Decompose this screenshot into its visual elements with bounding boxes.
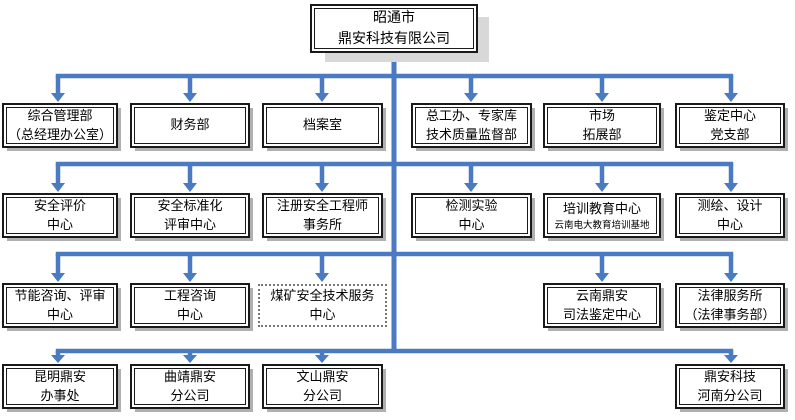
node-label: 河南分公司 [697, 388, 763, 404]
node-label: 法律服务所 [697, 288, 763, 304]
org-node-safety-evaluation-center: 安全评价 中心 [2, 193, 118, 238]
node-label: 中心 [176, 307, 203, 323]
org-node-chief-engineer-office-quality-supervision-dept: 总工办、专家库 技术质量监督部 [411, 103, 532, 148]
org-node-dingan-henan-branch: 鼎安科技 河南分公司 [675, 364, 785, 409]
node-label: 中心 [46, 307, 73, 323]
node-label: 中心 [458, 217, 485, 233]
node-label: 培训教育中心 [562, 201, 641, 217]
org-node-training-education-center: 培训教育中心 云南电大教育培训基地 [543, 193, 661, 238]
node-label: 节能咨询、评审 [14, 288, 106, 304]
org-node-yunnan-dingan-judicial-appraisal-center: 云南鼎安 司法鉴定中心 [543, 283, 661, 328]
node-label: 云南鼎安 [575, 288, 628, 304]
node-label: 党支部 [710, 127, 750, 143]
node-label: 拓展部 [582, 127, 622, 143]
node-label: 鼎安科技 [703, 369, 756, 385]
org-node-finance-dept: 财务部 [130, 103, 250, 148]
node-label: 测绘、设计 [697, 198, 763, 214]
node-label: 安全评价 [33, 198, 86, 214]
node-label: 评审中心 [163, 217, 216, 233]
node-label: 档案室 [302, 118, 342, 133]
node-label: 中心 [716, 217, 743, 233]
org-node-coal-mine-safety-tech-service-center: 煤矿安全技术服务 中心 [258, 284, 387, 327]
org-node-kunming-dingan-office: 昆明鼎安 办事处 [2, 364, 118, 409]
org-node-archives-room: 档案室 [262, 103, 383, 148]
node-label: 司法鉴定中心 [562, 307, 641, 323]
node-label: 昭通市 [373, 9, 415, 26]
node-label: 分公司 [170, 388, 210, 404]
node-label: 工程咨询 [163, 288, 216, 304]
org-node-legal-service-office: 法律服务所 （法律事务部） [675, 283, 785, 328]
node-label: 鉴定中心 [703, 108, 756, 124]
node-label: 总工办、专家库 [425, 108, 517, 124]
node-label: 分公司 [302, 388, 342, 404]
node-label: 煤矿安全技术服务 [270, 288, 375, 304]
node-label: 鼎安科技有限公司 [338, 30, 450, 47]
org-node-engineering-consulting-center: 工程咨询 中心 [130, 283, 250, 328]
arrowheads-level3 [51, 273, 738, 282]
node-label: 事务所 [302, 217, 342, 233]
node-label: 中心 [46, 217, 73, 233]
node-label: 中心 [309, 307, 336, 323]
org-node-appraisal-center-party-branch: 鉴定中心 党支部 [675, 103, 785, 148]
org-node-safety-standardization-review-center: 安全标准化 评审中心 [130, 193, 250, 238]
arrowheads-level4 [51, 355, 738, 363]
arrow-stems-level4 [55, 351, 734, 356]
node-sublabel: 云南电大教育培训基地 [554, 219, 650, 231]
node-label: 注册安全工程师 [276, 198, 368, 214]
org-node-general-management-dept: 综合管理部 （总经理办公室） [2, 103, 118, 148]
arrowheads-level2 [51, 183, 738, 192]
node-label: 办事处 [40, 388, 80, 404]
org-node-company-root: 昭通市 鼎安科技有限公司 [310, 4, 478, 53]
node-label: 综合管理部 [27, 108, 93, 124]
node-label: （总经理办公室） [7, 127, 112, 143]
arrowheads-level1 [51, 93, 738, 102]
node-label: 昆明鼎安 [33, 369, 86, 385]
horizontal-rails [55, 73, 734, 354]
arrow-stems-level1 [55, 76, 734, 94]
org-node-testing-laboratory-center: 检测实验 中心 [411, 193, 532, 238]
org-node-registered-safety-engineer-office: 注册安全工程师 事务所 [262, 193, 383, 238]
node-label: 市场 [588, 108, 615, 124]
node-label: 技术质量监督部 [425, 127, 517, 143]
node-label: 安全标准化 [157, 198, 223, 214]
node-label: 文山鼎安 [296, 369, 349, 385]
org-node-wenshan-dingan-branch: 文山鼎安 分公司 [262, 364, 383, 409]
node-label: 财务部 [170, 118, 210, 133]
org-node-energy-saving-consulting-review-center: 节能咨询、评审 中心 [2, 283, 118, 328]
node-label: （法律事务部） [684, 307, 776, 323]
arrow-stems-level2 [55, 164, 734, 184]
node-label: 检测实验 [445, 198, 498, 214]
org-node-surveying-design-center: 测绘、设计 中心 [675, 193, 785, 238]
arrow-stems-level3 [55, 254, 734, 274]
org-node-market-expansion-dept: 市场 拓展部 [543, 103, 661, 148]
node-label: 曲靖鼎安 [163, 369, 216, 385]
org-node-qujing-dingan-branch: 曲靖鼎安 分公司 [130, 364, 250, 409]
